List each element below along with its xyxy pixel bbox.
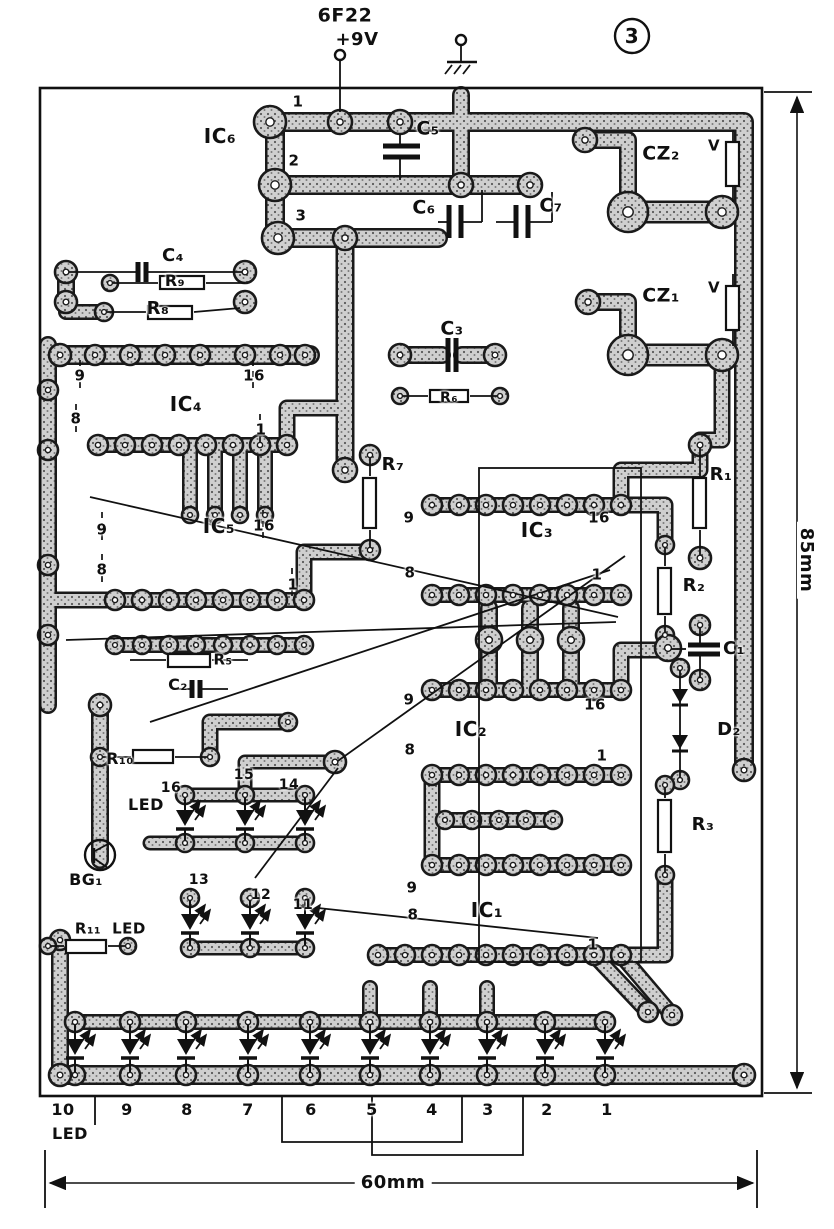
power-terminal <box>333 48 347 112</box>
component-r2 <box>656 545 673 635</box>
trace <box>240 757 340 800</box>
trace <box>588 949 654 1018</box>
trace <box>578 133 635 219</box>
trace <box>295 543 377 609</box>
ground-symbol <box>444 33 477 75</box>
trace <box>298 546 374 606</box>
component-c3 <box>445 338 459 372</box>
trace <box>619 869 671 961</box>
trace <box>615 644 674 696</box>
trace <box>262 114 752 778</box>
component-r8 <box>104 304 241 321</box>
trace <box>204 716 294 763</box>
copper-traces <box>41 88 752 1083</box>
component-r7 <box>361 455 378 550</box>
component-r1 <box>691 445 708 558</box>
jumper-wires <box>65 467 642 1156</box>
component-r10 <box>102 748 208 765</box>
diode-icon <box>670 733 690 753</box>
solder-pads <box>36 104 757 1088</box>
component-cz2-crystal <box>724 130 741 202</box>
component-c5 <box>383 134 420 180</box>
component-c7 <box>496 192 553 238</box>
component-c4 <box>66 262 245 282</box>
width-dimension <box>44 1150 758 1208</box>
component-r6 <box>400 388 500 404</box>
trace <box>281 402 351 451</box>
pad-holes <box>44 117 748 1079</box>
component-r9 <box>110 274 245 291</box>
component-r11 <box>50 938 126 955</box>
trace <box>615 439 706 511</box>
component-r5 <box>130 652 248 669</box>
component-c2 <box>172 680 228 698</box>
trace <box>619 499 671 551</box>
components-layer <box>38 17 812 1208</box>
height-dimension <box>764 91 812 1094</box>
diode-icon <box>670 687 690 707</box>
component-r3 <box>656 785 673 875</box>
trace <box>615 949 678 1021</box>
component-bg1-transistor <box>83 838 117 872</box>
component-c6 <box>438 190 483 238</box>
component-cz1-crystal <box>724 274 741 346</box>
board-outline <box>38 86 764 1098</box>
figure-number-badge <box>613 17 651 55</box>
